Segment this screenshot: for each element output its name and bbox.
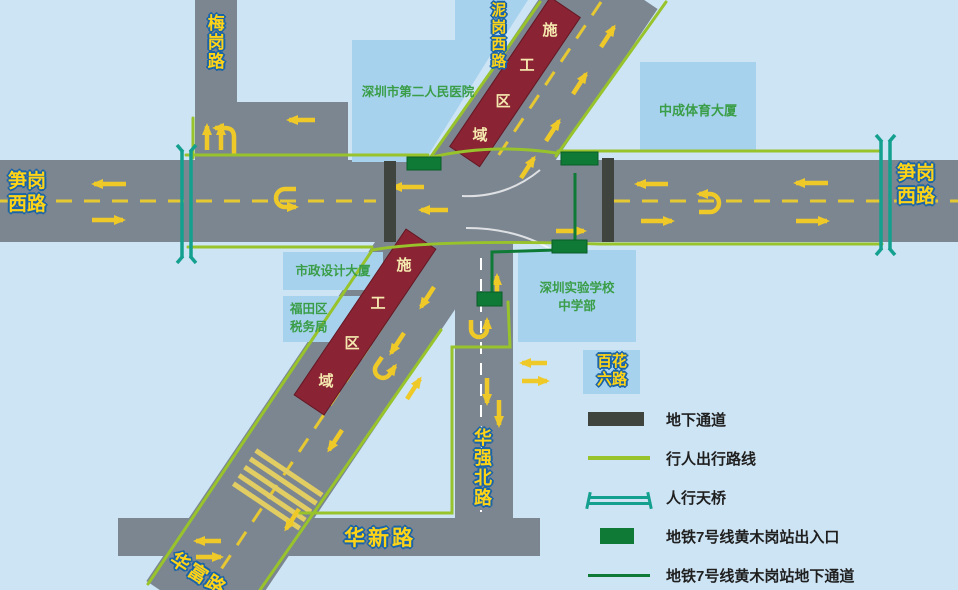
uturn-arrow-diagonal [372,355,398,381]
legend-label: 行人出行路线 [666,450,757,468]
legend-item-metro-passage: 地铁7号线黄木岗站地下通道 [588,564,958,586]
underpass-bar-east [602,158,614,242]
construction-char: 施 [396,256,412,274]
building-label-shiyan: 深圳实验学校 中学部 [520,280,634,315]
metro-entrance-icon [588,528,650,544]
road-label-huaqiang-north: 华强北路 [471,428,492,508]
building-label-text: 中学部 [558,298,596,313]
legend-label: 地铁7号线黄木岗站出入口 [666,528,840,546]
road-label-text: 西路 [897,186,936,208]
uturn-arrow-huaqiangbei [468,317,492,340]
road-label-nigang-west: 泥岗西路 [489,2,507,70]
construction-char: 域 [472,126,488,144]
footbridge-west [175,143,198,265]
legend-label: 地下通道 [666,411,727,429]
metro-passage-icon [588,573,650,577]
building-label-text: 深圳实验学校 [539,281,615,295]
shiyan-school-shape [518,250,636,342]
road-label-text: 百花 [596,353,627,370]
construction-char: 施 [542,21,558,39]
construction-char: 工 [519,56,535,74]
traffic-arrows [91,24,830,562]
construction-char: 域 [318,372,334,390]
road-label-baihua6: 百花 六路 [588,353,636,390]
road-label-text: 六路 [596,371,627,389]
legend-item-footbridge: 人行天桥 [588,486,958,508]
legend: 地下通道 行人出行路线 人行天桥 地铁7号线黄木岗站出入口 地铁7号线黄木岗站地… [588,408,958,590]
uturn-arrow-west [273,186,299,212]
legend-item-metro-entrance: 地铁7号线黄木岗站出入口 [588,525,958,547]
construction-zones [293,0,581,416]
building-label-shizheng: 市政设计大厦 [295,264,371,278]
underpass-bars [384,158,614,242]
uturn-arrow-east [696,189,722,215]
construction-char: 区 [344,334,360,352]
metro-entrance [406,156,442,171]
side-stub-road-shape [237,102,348,160]
metro-entrance [560,151,599,166]
road-label-sungang-west-left: 笋岗 西路 [8,170,46,216]
road-label-huaxin: 华新路 [344,527,416,550]
metro-entrance [476,291,503,307]
footbridge-east [874,133,897,257]
construction-char: 区 [495,92,511,110]
construction-char: 工 [370,294,386,312]
road-label-meigang: 梅岗路 [204,14,224,71]
legend-label: 人行天桥 [666,489,727,507]
legend-item-underpass: 地下通道 [588,408,958,430]
footbridge-icon [588,495,650,499]
construction-zone-south [293,228,437,416]
construction-zone-north [449,0,581,168]
junction-guide-lines [461,169,553,251]
metro-entrance [551,239,588,254]
road-label-text: 笋岗 [8,171,47,192]
legend-label: 地铁7号线黄木岗站地下通道 [666,567,855,585]
underpass-swatch-icon [588,412,650,426]
buildings-layer [283,0,756,394]
road-label-text: 笋岗 [897,163,936,184]
building-label-text: 税务局 [290,319,328,334]
crosswalk [231,448,324,531]
underpass-bar-west [384,161,396,242]
metro-elements [406,151,599,307]
zhongcheng-building-shape [640,62,756,152]
road-label-text: 西路 [8,194,47,216]
legend-item-pedestrian-route: 行人出行路线 [588,447,958,469]
route-line-icon [588,456,650,460]
baihua-label-box [583,350,640,394]
building-label-zhongcheng: 中成体育大厦 [658,103,737,118]
building-label-futian-tax: 福田区 税务局 [290,301,328,336]
building-label-text: 福田区 [290,302,328,316]
footbridges [175,133,897,265]
small-building-shape [455,0,528,42]
building-label-hospital: 深圳市第二人民医院 [361,85,475,99]
hospital-building-shape [352,40,500,162]
meigang-road-shape [195,0,237,164]
road-label-sungang-west-right: 笋岗 西路 [897,162,935,208]
